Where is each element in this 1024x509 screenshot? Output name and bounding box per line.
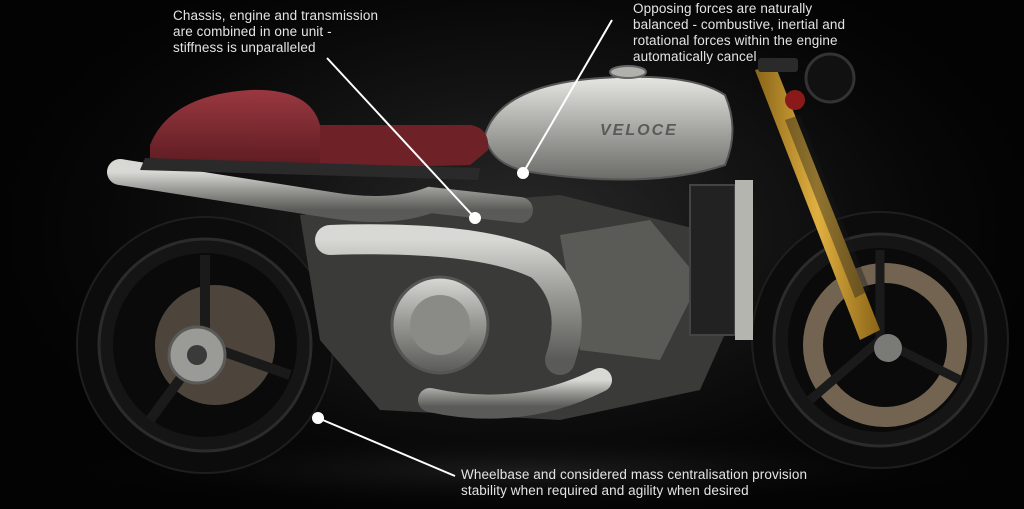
headlight [804, 52, 856, 104]
forces-leader-dot [517, 167, 529, 179]
fuel-cap [609, 65, 647, 79]
callout-chassis: Chassis, engine and transmission are com… [173, 8, 378, 56]
wheelbase-leader-line [317, 417, 456, 477]
callout-leaders [312, 19, 613, 477]
rear-wheel [76, 216, 334, 474]
fuel-tank: VELOCE [483, 65, 734, 181]
front-wheel [751, 211, 1009, 469]
callout-forces-line: automatically cancel [633, 49, 757, 64]
wheelbase-leader-dot [312, 412, 324, 424]
callout-forces-line: Opposing forces are naturally [633, 1, 813, 16]
radiator [689, 184, 736, 336]
tank-logo: VELOCE [600, 122, 678, 139]
exhaust-pipes [107, 159, 612, 419]
forces-leader-line [522, 19, 613, 174]
chassis-leader-dot [469, 212, 481, 224]
floor-reflection [50, 430, 1010, 509]
front-brake-disc [803, 263, 967, 427]
front-fork [755, 52, 880, 340]
callout-chassis-line: are combined in one unit - [173, 24, 332, 39]
callout-wheelbase-line: Wheelbase and considered mass centralisa… [461, 467, 808, 482]
callout-forces-line: rotational forces within the engine [633, 33, 838, 48]
callout-forces-line: balanced - combustive, inertial and [633, 17, 846, 32]
seat [140, 89, 489, 180]
chassis-leader-line [326, 57, 476, 219]
callout-forces: Opposing forces are naturally balanced -… [633, 1, 845, 65]
callout-chassis-line: Chassis, engine and transmission [173, 8, 379, 23]
callout-wheelbase: Wheelbase and considered mass centralisa… [461, 467, 807, 499]
callout-wheelbase-line: stability when required and agility when… [461, 483, 749, 498]
callout-chassis-line: stiffness is unparalleled [173, 40, 316, 55]
